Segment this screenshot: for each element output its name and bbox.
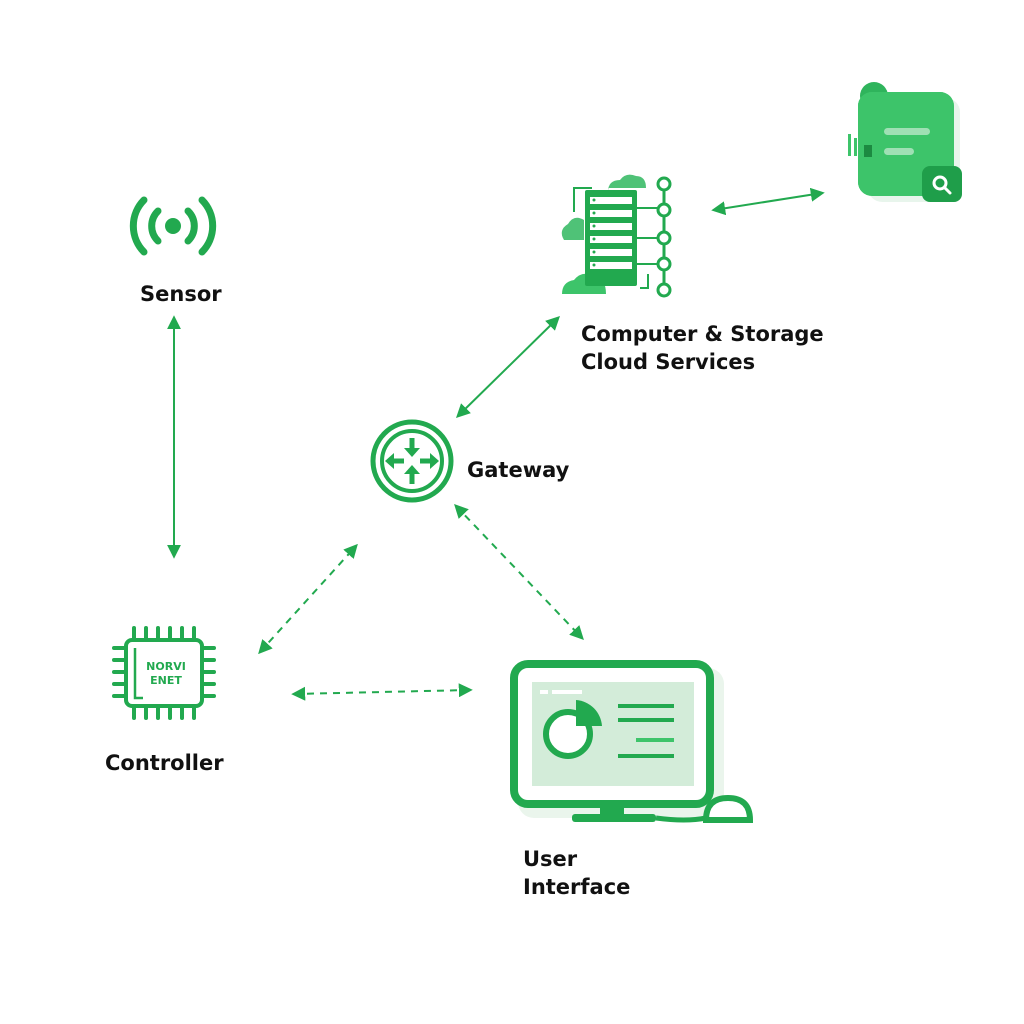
user-interface-label: User Interface [523, 845, 630, 901]
ui-label-line2: Interface [523, 875, 631, 899]
server-rack-icon [561, 174, 672, 298]
sensor-label: Sensor [140, 282, 222, 306]
cloud-label-line2: Cloud Services [581, 350, 756, 374]
microchip-icon: NORVI ENET [112, 626, 216, 720]
chip-label-line2: ENET [150, 674, 182, 687]
cloud-services-label: Computer & Storage Cloud Services [581, 320, 824, 376]
connector-cloud-analytics [711, 187, 825, 216]
ui-label-line1: User [523, 847, 578, 871]
document-search-icon [848, 82, 962, 202]
connector-controller-ui [291, 683, 473, 701]
connector-gateway-cloud [456, 316, 560, 418]
gateway-label: Gateway [467, 458, 570, 482]
connector-gateway-ui [454, 503, 584, 641]
cloud-label-line1: Computer & Storage [581, 322, 824, 346]
desktop-monitor-icon [510, 660, 754, 823]
connector-controller-gateway [258, 543, 358, 655]
controller-label: Controller [105, 751, 224, 775]
router-arrows-icon [370, 419, 454, 503]
chip-label-line1: NORVI [146, 660, 186, 673]
wireless-signal-icon [129, 196, 217, 256]
